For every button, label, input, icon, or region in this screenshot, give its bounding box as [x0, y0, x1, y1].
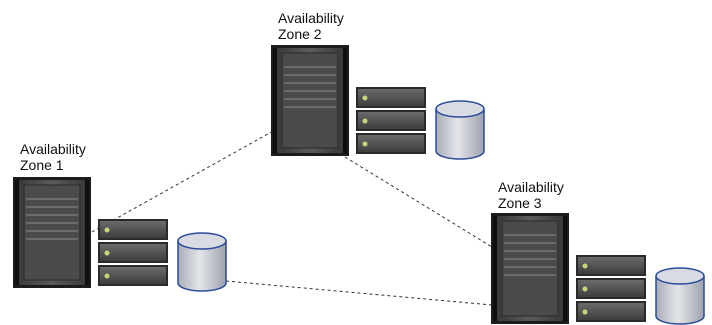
zone-3-label-line2: Zone 3 [498, 195, 542, 211]
connection-zone1-zone3 [225, 280, 493, 306]
zone-1-database-icon [177, 232, 227, 292]
zone-3-label-line1: Availability [498, 179, 564, 195]
zone-2-label: Availability Zone 2 [278, 10, 344, 42]
zone-1-label-line2: Zone 1 [20, 157, 64, 173]
zone-3-database-icon [655, 267, 705, 325]
zone-1-label: Availability Zone 1 [20, 141, 86, 173]
zone-3-server-stack-icon [576, 255, 646, 322]
zone-2-label-line2: Zone 2 [278, 26, 322, 42]
connection-zone1-zone2 [91, 129, 276, 233]
zone-1-label-line1: Availability [20, 141, 86, 157]
zone-2-database-icon [435, 100, 485, 160]
connection-zone2-zone3 [344, 156, 493, 248]
zone-2-server-stack-icon [356, 87, 426, 154]
zone-3-rack-icon [491, 213, 569, 324]
zone-2-label-line1: Availability [278, 10, 344, 26]
zone-1-rack-icon [13, 177, 91, 288]
zone-2-rack-icon [271, 45, 349, 156]
zone-1-server-stack-icon [98, 219, 168, 286]
zone-3-label: Availability Zone 3 [498, 179, 564, 211]
